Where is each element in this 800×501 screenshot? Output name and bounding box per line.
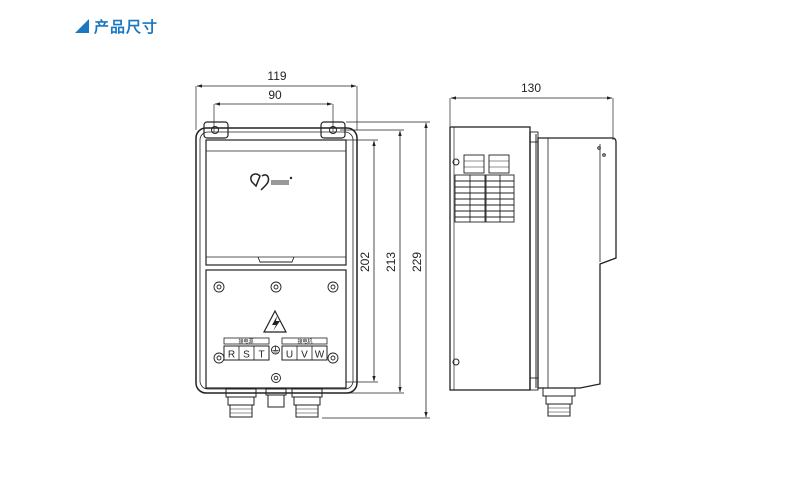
terminal-s: S <box>243 350 250 361</box>
cable-gland-right <box>291 388 323 418</box>
terminal-u: U <box>286 350 293 361</box>
output-group-label: 接电机 <box>297 338 312 345</box>
front-cover <box>205 139 347 266</box>
terminal-r: R <box>228 350 235 361</box>
dim-label-202: 202 <box>358 252 372 272</box>
cable-gland-center <box>265 388 287 408</box>
side-cable-gland <box>542 387 576 417</box>
side-view <box>449 96 617 417</box>
cable-gland-left <box>225 388 257 418</box>
dim-label-width-outer: 119 <box>267 69 286 83</box>
dim-label-213: 213 <box>384 252 398 272</box>
front-housing <box>195 127 358 394</box>
triangle-marker-icon <box>75 19 89 33</box>
terminal-t: T <box>258 350 264 361</box>
dim-label-depth: 130 <box>521 81 541 95</box>
terminal-v: V <box>301 350 308 361</box>
front-view <box>195 84 430 419</box>
dim-label-229: 229 <box>410 252 424 272</box>
input-group-label: 接电源 <box>238 338 253 345</box>
cooling-fins <box>463 154 510 174</box>
terminal-w: W <box>315 350 325 361</box>
terminal-strip-input <box>223 345 270 361</box>
brand-logo-icon <box>250 173 293 191</box>
terminal-panel <box>205 269 347 389</box>
terminal-strip-output <box>281 345 328 361</box>
section-header: 产品尺寸 <box>74 16 158 36</box>
dim-label-width-holes: 90 <box>268 88 282 102</box>
warning-triangle-icon <box>263 309 287 333</box>
ground-icon <box>271 345 280 355</box>
side-cover-profile <box>537 137 617 389</box>
section-title: 产品尺寸 <box>94 17 159 36</box>
side-vents <box>454 174 515 223</box>
